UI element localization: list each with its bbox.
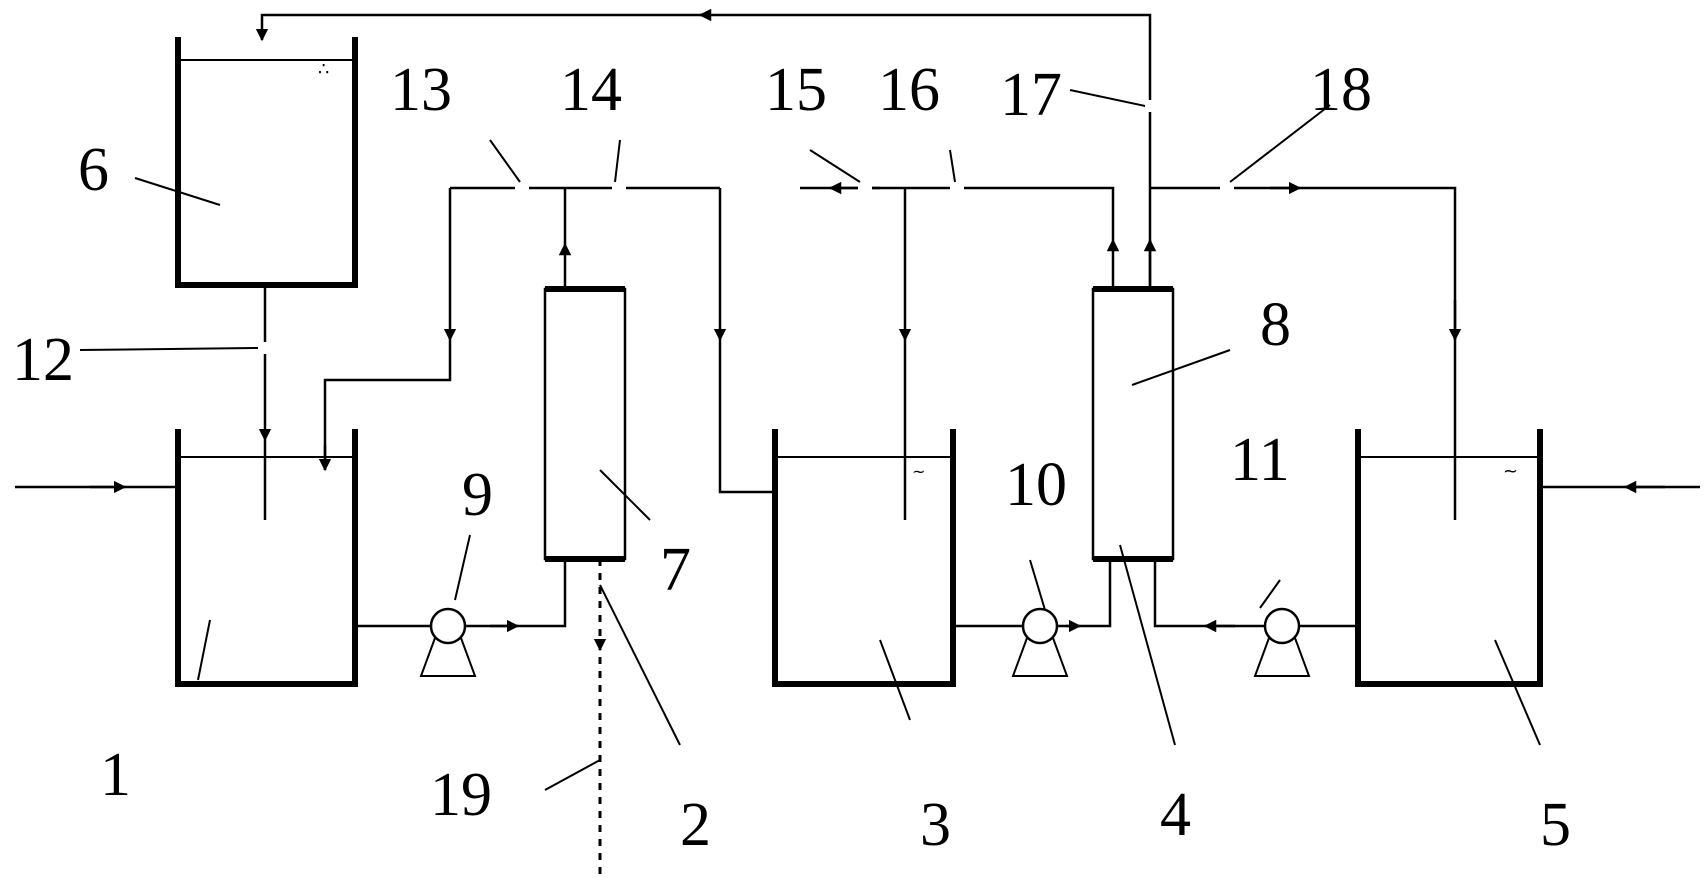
- label-8: 8: [1260, 291, 1291, 359]
- label-16: 16: [878, 56, 940, 124]
- label-2: 2: [680, 791, 711, 859]
- valve-14: [612, 182, 626, 194]
- label-4: 4: [1160, 781, 1191, 849]
- valve-13: [515, 182, 529, 194]
- label-14: 14: [560, 56, 622, 124]
- valve-16: [950, 182, 964, 194]
- tank-3: ~: [772, 429, 956, 687]
- label-6: 6: [78, 136, 109, 204]
- column-7: [543, 286, 627, 562]
- label-19: 19: [430, 761, 492, 829]
- svg-text:∴: ∴: [318, 59, 329, 80]
- valve-15: [858, 182, 872, 194]
- number-labels: 1 2 3 4 5 6 7 8 9 10 11 12 13 14 15 16 1…: [12, 56, 1571, 859]
- tank-6: ∴: [175, 37, 358, 288]
- valve-17: [1141, 100, 1159, 112]
- valve-12: [256, 342, 274, 354]
- label-3: 3: [920, 791, 951, 859]
- label-13: 13: [390, 56, 452, 124]
- label-1: 1: [100, 741, 131, 809]
- label-9: 9: [462, 461, 493, 529]
- piping: [15, 8, 1700, 875]
- tank-5: ~: [1355, 429, 1543, 687]
- pump-11: [1253, 607, 1311, 677]
- pump-9: [419, 607, 477, 677]
- label-11: 11: [1230, 426, 1290, 494]
- label-17: 17: [1000, 61, 1062, 129]
- label-7: 7: [660, 536, 691, 604]
- column-8: [1091, 286, 1175, 562]
- label-10: 10: [1005, 451, 1067, 519]
- leader-lines: [79, 89, 1541, 791]
- pump-10: [1011, 607, 1069, 677]
- svg-text:~: ~: [912, 462, 925, 481]
- label-18: 18: [1310, 56, 1372, 124]
- label-15: 15: [765, 56, 827, 124]
- valve-18: [1220, 182, 1234, 194]
- label-5: 5: [1540, 791, 1571, 859]
- valves: [256, 100, 1234, 354]
- label-12: 12: [12, 326, 74, 394]
- svg-text:~: ~: [1503, 461, 1518, 482]
